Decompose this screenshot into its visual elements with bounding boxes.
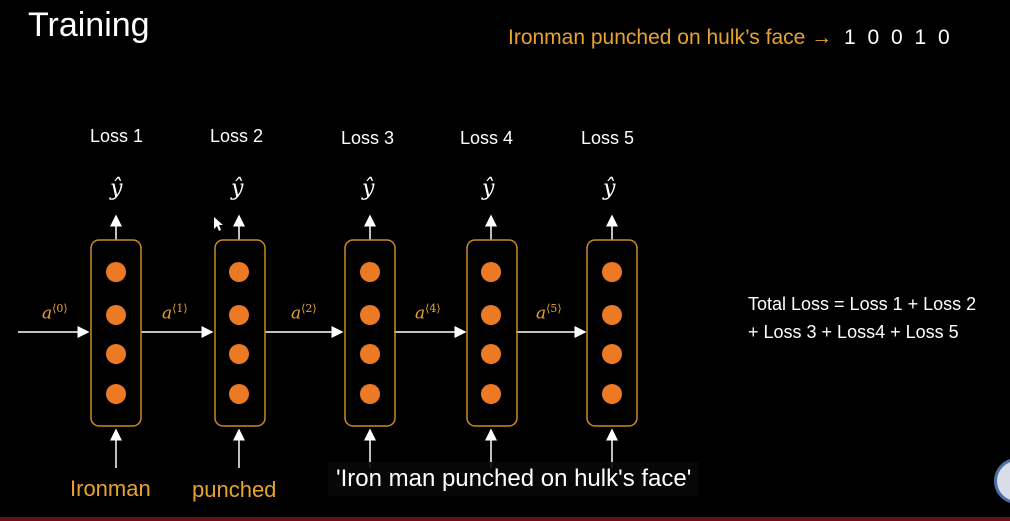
node	[360, 384, 380, 404]
node	[602, 305, 622, 325]
example-sentence: Ironman punched on hulk’s face → 1 0 0 1…	[508, 26, 953, 50]
node	[229, 344, 249, 364]
rnn-cell-4	[466, 239, 518, 427]
total-loss-line-2: + Loss 3 + Loss4 + Loss 5	[748, 322, 959, 342]
node	[106, 262, 126, 282]
total-loss-formula: Total Loss = Loss 1 + Loss 2 + Loss 3 + …	[748, 290, 976, 346]
node	[360, 344, 380, 364]
activation-label-4: a⟨4⟩	[415, 302, 441, 324]
node	[229, 262, 249, 282]
mouse-cursor-icon	[214, 217, 223, 231]
label-bits: 1 0 0 1 0	[844, 26, 953, 49]
node	[481, 262, 501, 282]
activation-label-1: a⟨1⟩	[162, 302, 188, 324]
rnn-cell-1	[90, 239, 142, 427]
loss-label-1: Loss 1	[90, 126, 144, 146]
node	[481, 344, 501, 364]
node	[106, 384, 126, 404]
activation-label-2: a⟨2⟩	[291, 302, 317, 324]
video-caption: 'Iron man punched on hulk's face'	[328, 462, 700, 496]
activation-label-5: a⟨5⟩	[536, 302, 562, 324]
loss-label-2: Loss 2	[210, 126, 264, 146]
node	[602, 384, 622, 404]
right-arrow-icon: →	[811, 26, 833, 49]
node	[602, 262, 622, 282]
loss-label-3: Loss 3	[341, 128, 395, 148]
loss-label-4: Loss 4	[460, 128, 514, 148]
slide-title: Training	[28, 6, 150, 44]
node	[229, 384, 249, 404]
node	[106, 305, 126, 325]
loss-label-5: Loss 5	[581, 128, 635, 148]
sentence-text: Ironman punched on hulk’s face	[508, 26, 806, 49]
rnn-cell-2	[214, 239, 266, 427]
yhat-2: ŷ	[231, 176, 244, 201]
rnn-cell-3	[344, 239, 396, 427]
yhat-4: ŷ	[482, 176, 495, 201]
node	[481, 384, 501, 404]
node	[360, 305, 380, 325]
node	[229, 305, 249, 325]
total-loss-line-1: Total Loss = Loss 1 + Loss 2	[748, 294, 977, 314]
node	[106, 344, 126, 364]
rnn-cell-5	[586, 239, 638, 427]
video-progress-bar[interactable]	[0, 517, 1010, 521]
yhat-3: ŷ	[362, 176, 375, 201]
node	[602, 344, 622, 364]
yhat-1: ŷ	[110, 176, 123, 201]
yhat-5: ŷ	[603, 176, 616, 201]
input-word-2: punched	[192, 477, 277, 502]
node	[360, 262, 380, 282]
activation-label-0: a⟨0⟩	[42, 302, 68, 324]
node	[481, 305, 501, 325]
input-word-1: Ironman	[70, 476, 151, 501]
